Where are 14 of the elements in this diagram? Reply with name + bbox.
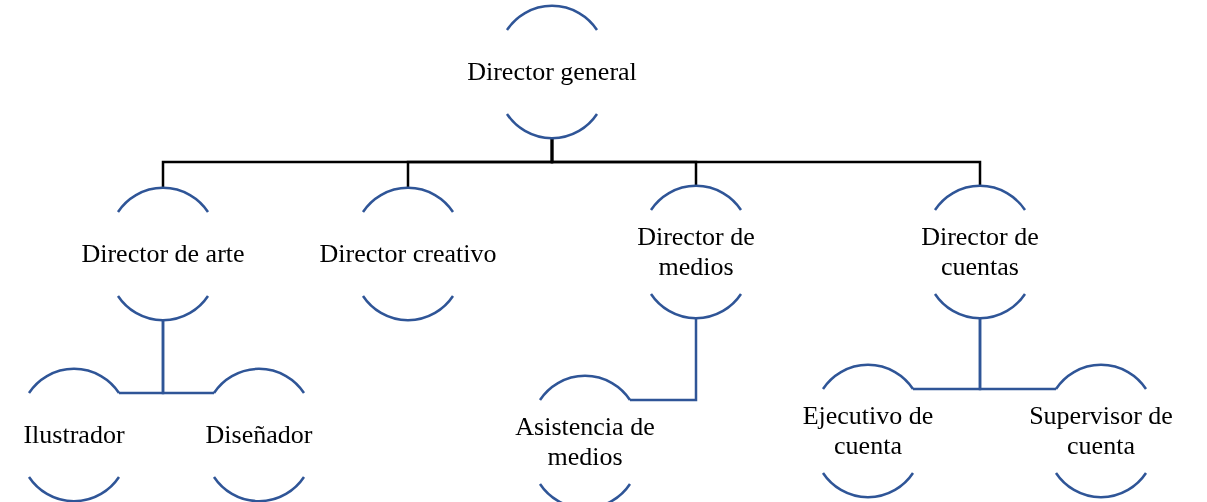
role-title: Director creativo bbox=[319, 239, 497, 269]
role-title: Director de arte bbox=[81, 239, 245, 269]
role-title: Diseñador bbox=[205, 420, 313, 450]
role-title: Asistencia de medios bbox=[514, 412, 656, 472]
role-title: Director general bbox=[467, 57, 637, 87]
role-title: Ilustrador bbox=[23, 420, 125, 450]
connector-line bbox=[630, 317, 698, 402]
role-title: Ejecutivo de cuenta bbox=[801, 401, 935, 461]
role-title: Director de medios bbox=[636, 222, 756, 282]
connector-line bbox=[161, 319, 214, 395]
connector-line bbox=[978, 317, 1056, 391]
connector-line bbox=[550, 137, 982, 187]
role-title: Supervisor de cuenta bbox=[1028, 401, 1174, 461]
role-title: Director de cuentas bbox=[920, 222, 1040, 282]
